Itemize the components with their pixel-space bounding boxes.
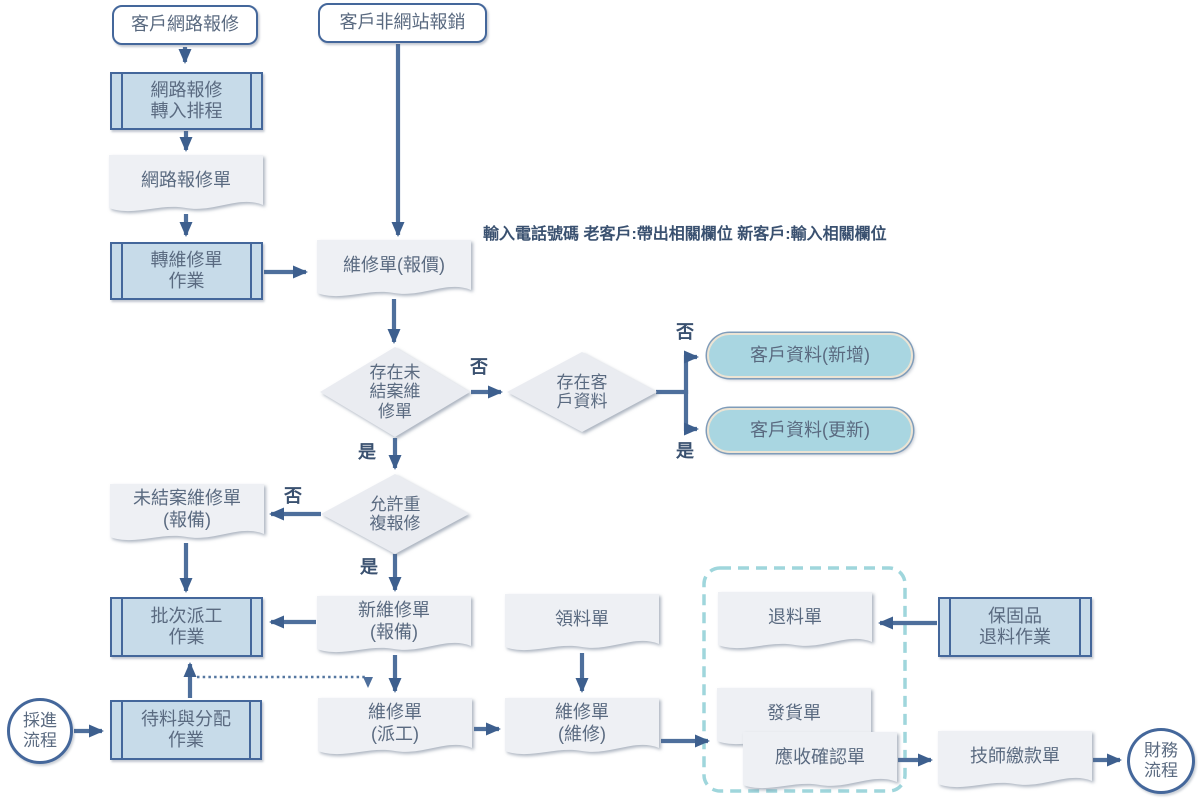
node-label: 存在未 (369, 363, 421, 383)
annotation-line: 老客戶:帶出相關欄位 (583, 226, 733, 243)
node-label: 轉入排程 (150, 101, 223, 121)
node-label: (維修) (558, 723, 606, 744)
subprocess-convert-repair-order: 轉維修單 作業 (110, 242, 263, 300)
document-repair-order-dispatch: 維修單 (派工) (318, 698, 472, 756)
node-label: 結案維 (369, 382, 421, 402)
start-customer-web-repair: 客戶網路報修 (112, 5, 258, 45)
node-label: 領料單 (555, 608, 609, 629)
node-label: 維修單 (368, 702, 422, 723)
branch-label-yes-unclosed: 是 (358, 442, 376, 462)
branch-label-no-customer-data: 否 (676, 322, 694, 342)
subprocess-warranty-material-return: 保固品 退料作業 (938, 597, 1092, 657)
annotation-line: 新客戶:輸入相關欄位 (737, 226, 887, 243)
subprocess-wait-material-assign: 待料與分配 作業 (110, 700, 262, 760)
node-label: 網路報修 (150, 79, 223, 100)
node-label: 存在客 (556, 372, 608, 392)
document-repair-order-quote: 維修單(報價) (317, 240, 471, 298)
node-label: 保固品 (988, 605, 1042, 626)
node-label: 流程 (1144, 761, 1178, 780)
document-material-return: 退料單 (718, 592, 872, 650)
subprocess-web-repair-scheduling: 網路報修 轉入排程 (110, 72, 263, 130)
billing-scope-dashed-region (702, 566, 907, 793)
document-material-requisition: 領料單 (505, 594, 659, 652)
document-new-repair-order: 新維修單 (報備) (317, 596, 471, 654)
document-web-repair-form: 網路報修單 (109, 155, 263, 213)
node-label: 未結案維修單 (133, 488, 241, 509)
node-label: 財務 (1144, 740, 1178, 760)
node-label: 轉維修單 (150, 249, 223, 270)
node-label: 客戶資料(更新) (750, 419, 870, 440)
node-label: 允許重 (369, 494, 421, 514)
node-label: 應收確認單 (775, 746, 865, 767)
annotation-line: 輸入電話號碼 (483, 226, 580, 243)
document-receivable-confirmation: 應收確認單 (743, 732, 897, 790)
node-label: 技師繳款單 (970, 745, 1060, 766)
node-label: 採進 (23, 710, 57, 730)
node-label: 作業 (168, 627, 205, 647)
pill-customer-data-update: 客戶資料(更新) (707, 408, 913, 453)
node-label: 退料單 (768, 606, 822, 627)
node-label: 批次派工 (150, 605, 223, 626)
branch-label-yes-duplicate: 是 (360, 557, 378, 577)
node-label: 修單 (378, 401, 412, 421)
node-label: 戶資料 (556, 392, 608, 411)
start-customer-nonweb-report: 客戶非網站報銷 (318, 3, 487, 43)
document-technician-payment: 技師繳款單 (938, 731, 1092, 789)
node-label: 客戶網路報修 (131, 14, 239, 35)
node-label: 網路報修單 (141, 169, 231, 190)
document-repair-order-repair: 維修單 (維修) (505, 698, 659, 756)
decision-allow-duplicate-repair: 允許重 複報修 (321, 474, 469, 554)
connector-finance-process: 財務 流程 (1127, 728, 1195, 794)
document-unclosed-repair-order: 未結案維修單 (報備) (110, 484, 264, 542)
node-label: 新維修單 (358, 600, 430, 621)
node-label: 作業 (168, 271, 205, 291)
node-label: (報備) (163, 509, 211, 530)
node-label: 客戶資料(新增) (750, 344, 870, 365)
subprocess-batch-dispatch: 批次派工 作業 (110, 597, 263, 657)
node-label: (報備) (370, 621, 418, 642)
node-label: 發貨單 (767, 702, 821, 723)
decision-customer-data-exists: 存在客 戶資料 (507, 352, 657, 432)
annotation-phone-entry-note: 輸入電話號碼 老客戶:帶出相關欄位 新客戶:輸入相關欄位 (483, 224, 887, 246)
node-label: 客戶非網站報銷 (339, 12, 466, 33)
dotted-connector (197, 675, 373, 688)
node-label: 維修單(報價) (343, 254, 445, 275)
branch-label-no-duplicate: 否 (284, 486, 302, 506)
node-label: (派工) (371, 723, 419, 744)
node-label: 退料作業 (979, 627, 1051, 647)
node-label: 維修單 (555, 702, 609, 723)
branch-label-yes-customer-data: 是 (676, 441, 694, 461)
node-label: 待料與分配 (141, 708, 231, 729)
branch-label-no-unclosed: 否 (470, 357, 488, 377)
node-label: 複報修 (369, 514, 421, 533)
decision-unclosed-order-exists: 存在未 結案維 修單 (320, 347, 470, 437)
node-label: 作業 (168, 730, 204, 750)
connector-purchasing-process: 採進 流程 (7, 698, 73, 764)
node-label: 流程 (23, 731, 57, 750)
pill-customer-data-create: 客戶資料(新增) (707, 333, 913, 378)
